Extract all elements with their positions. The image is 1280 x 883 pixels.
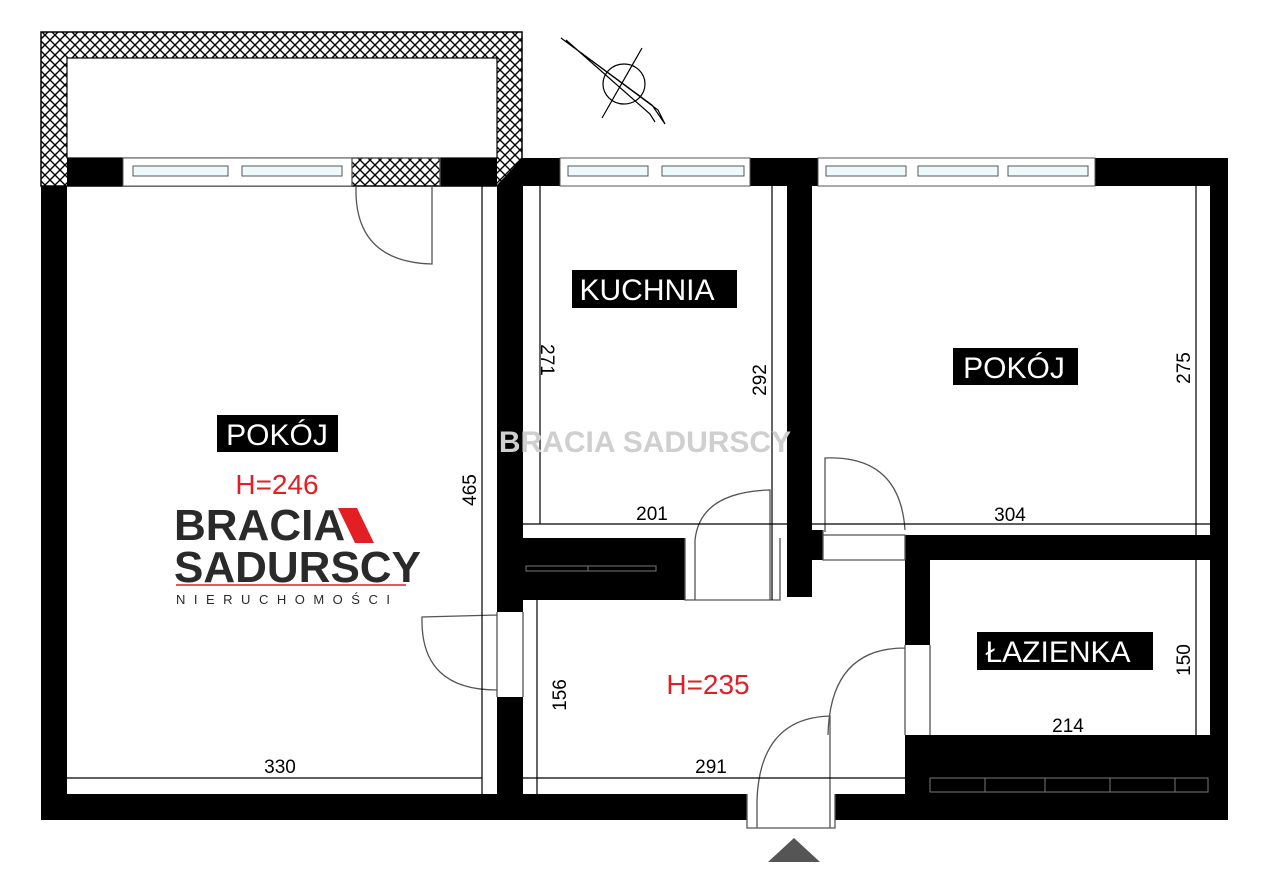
dim-bathroom-width: 214 (1052, 716, 1084, 737)
dim-kitchen-width: 201 (636, 504, 668, 525)
dim-hall-width: 291 (695, 757, 727, 778)
closet (525, 565, 1209, 793)
walls (41, 158, 1228, 820)
logo-tagline: NIERUCHOMOŚCI (176, 592, 398, 607)
height-hall: H=235 (666, 669, 749, 700)
dim-room-left-height: 465 (460, 474, 481, 506)
dim-room-left-width: 330 (264, 757, 296, 778)
logo-accent-icon (338, 508, 374, 543)
dim-kitchen-height: 271 (536, 344, 557, 376)
room-name: ŁAZIENKA (985, 636, 1130, 669)
logo-line1: BRACIA (174, 501, 345, 550)
room-name: POKÓJ (226, 419, 328, 452)
dim-hall-height: 156 (550, 679, 571, 711)
room-name: KUCHNIA (579, 274, 714, 307)
watermark: BRACIA SADURSCY (499, 426, 791, 459)
doors (351, 157, 931, 829)
height-left-room: H=246 (235, 469, 318, 500)
compass-icon (560, 37, 666, 125)
room-label-right: POKÓJ (953, 348, 1078, 385)
dim-bathroom-height: 150 (1174, 644, 1195, 676)
logo-line2: SADURSCY (174, 543, 421, 592)
dim-kitchen-right: 292 (750, 364, 771, 396)
room-label-bathroom: ŁAZIENKA (977, 632, 1153, 670)
balcony (40, 31, 523, 187)
windows (122, 157, 1096, 187)
room-label-kitchen: KUCHNIA (572, 270, 737, 308)
logo: BRACIA SADURSCY NIERUCHOMOŚCI (174, 501, 421, 607)
dim-room-right-width: 304 (994, 505, 1026, 526)
entry-arrow-icon (768, 838, 820, 862)
dim-room-right-height: 275 (1174, 352, 1195, 384)
room-label-left: POKÓJ (217, 415, 338, 452)
room-name: POKÓJ (963, 352, 1065, 385)
dimension-lines (67, 186, 1210, 794)
